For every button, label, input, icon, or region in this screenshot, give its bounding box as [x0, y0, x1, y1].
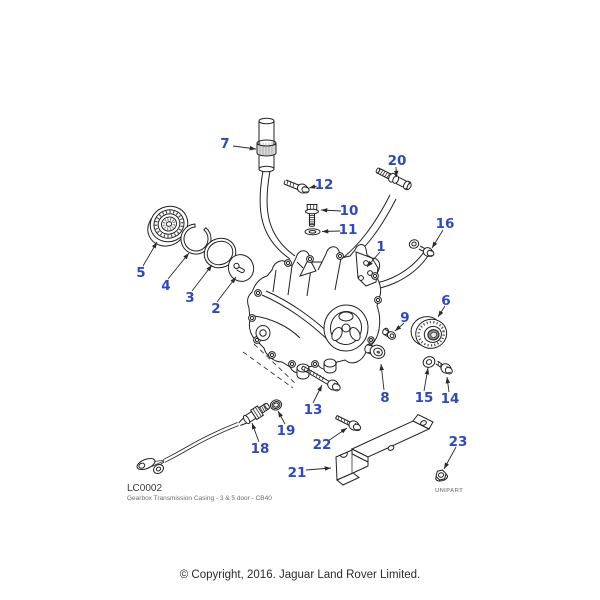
- callout-4[interactable]: 4: [161, 278, 170, 294]
- callout-22[interactable]: 22: [313, 437, 332, 453]
- leader-lines: [142, 145, 457, 471]
- part-16-bolt-washer-icon: [408, 239, 435, 257]
- part-18-switch-icon: [136, 402, 270, 474]
- callout-1[interactable]: 1: [376, 239, 385, 255]
- callout-9[interactable]: 9: [400, 310, 409, 326]
- part-9-plug-icon: [382, 327, 397, 340]
- part-7-breather-tube-icon: [256, 117, 277, 173]
- callout-18[interactable]: 18: [251, 441, 270, 457]
- callout-19[interactable]: 19: [277, 423, 296, 439]
- part-2-cap-disc-icon: [227, 254, 255, 282]
- callout-8[interactable]: 8: [380, 390, 389, 406]
- copyright-notice: © Copyright, 2016. Jaguar Land Rover Lim…: [179, 569, 421, 581]
- callout-5[interactable]: 5: [136, 265, 145, 281]
- callout-14[interactable]: 14: [441, 391, 460, 407]
- part-22-bolt-icon: [335, 415, 362, 432]
- part-3-o-ring-icon: [203, 237, 237, 269]
- part-11-washer-icon: [304, 228, 321, 236]
- callout-2[interactable]: 2: [211, 301, 220, 317]
- callout-10[interactable]: 10: [340, 203, 359, 219]
- part-1-transmission-casing: [247, 244, 382, 380]
- callout-23[interactable]: 23: [449, 434, 468, 450]
- callout-20[interactable]: 20: [388, 153, 407, 169]
- callout-12[interactable]: 12: [315, 177, 334, 193]
- callout-labels: 1 2 3 4 5 6 7 8 9 10 11 12 13 14 15 16 1…: [136, 136, 467, 481]
- part-19-washer-icon: [269, 399, 283, 411]
- callout-16[interactable]: 16: [436, 216, 455, 232]
- part-14-bolt-icon: [435, 360, 453, 375]
- part-21-bracket-icon: [335, 413, 434, 486]
- callout-3[interactable]: 3: [185, 290, 194, 306]
- callout-21[interactable]: 21: [288, 465, 307, 481]
- part-15-washer-icon: [422, 356, 436, 368]
- diagram-caption: Gearbox Transmission Casing - 3 & 5 door…: [127, 495, 272, 502]
- diagram-code: LC0002: [127, 483, 163, 494]
- unipart-watermark: UNIPART: [435, 488, 464, 494]
- callout-6[interactable]: 6: [441, 293, 450, 309]
- part-20-stud-icon: [375, 167, 412, 191]
- callout-7[interactable]: 7: [220, 136, 229, 152]
- part-23-nut-icon: [435, 469, 449, 482]
- part-12-bolt-icon: [283, 179, 310, 194]
- part-10-bolt-icon: [305, 204, 319, 227]
- assembly-dashed-lines: [242, 343, 297, 389]
- callout-13[interactable]: 13: [304, 402, 323, 418]
- part-13-bolt-long-icon: [301, 365, 341, 392]
- part-6-bearing-icon: [410, 316, 448, 349]
- callout-11[interactable]: 11: [339, 222, 358, 238]
- casing-bolt-bosses: [248, 252, 382, 368]
- part-8-plug-icon: [364, 343, 386, 359]
- callout-15[interactable]: 15: [415, 390, 434, 406]
- part-5-bearing-icon: [147, 205, 189, 247]
